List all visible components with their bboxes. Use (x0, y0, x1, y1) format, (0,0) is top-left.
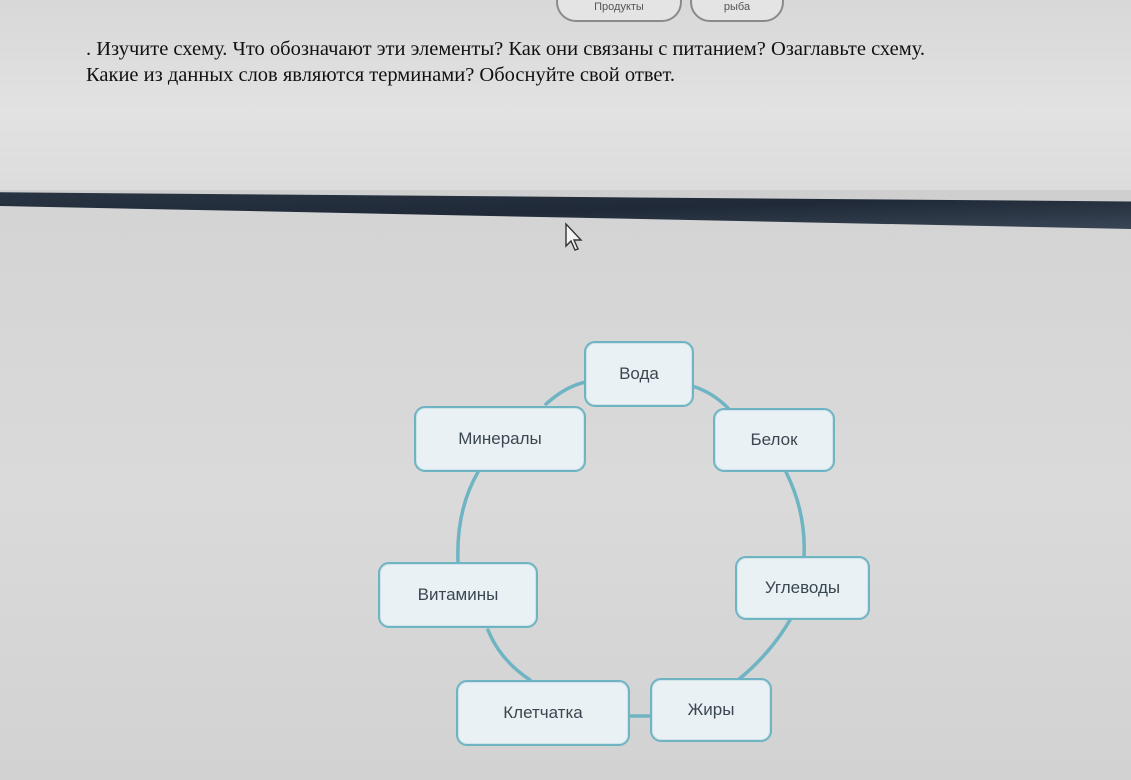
connector-water-protein (690, 384, 730, 410)
connector-minerals-water (544, 380, 588, 406)
connector-carbs-fats (736, 618, 792, 682)
connector-vitamins-minerals (456, 470, 480, 564)
node-carbs: Углеводы (735, 556, 870, 620)
node-vitamins: Витамины (378, 562, 538, 628)
node-fats: Жиры (650, 678, 772, 742)
connector-protein-carbs (784, 470, 806, 558)
node-protein: Белок (713, 408, 835, 472)
node-minerals: Минералы (414, 406, 586, 472)
question-line-1: . Изучите схему. Что обозначают эти элем… (86, 38, 926, 60)
node-water: Вода (584, 341, 694, 407)
mouse-cursor-icon (565, 222, 583, 251)
question-line-2: Какие из данных слов являются терминами?… (86, 64, 676, 86)
node-fiber: Клетчатка (456, 680, 630, 746)
question-area (0, 0, 1131, 190)
question-text: . Изучите схему. Что обозначают эти элем… (86, 36, 1126, 88)
connector-fiber-vitamins (486, 628, 532, 682)
